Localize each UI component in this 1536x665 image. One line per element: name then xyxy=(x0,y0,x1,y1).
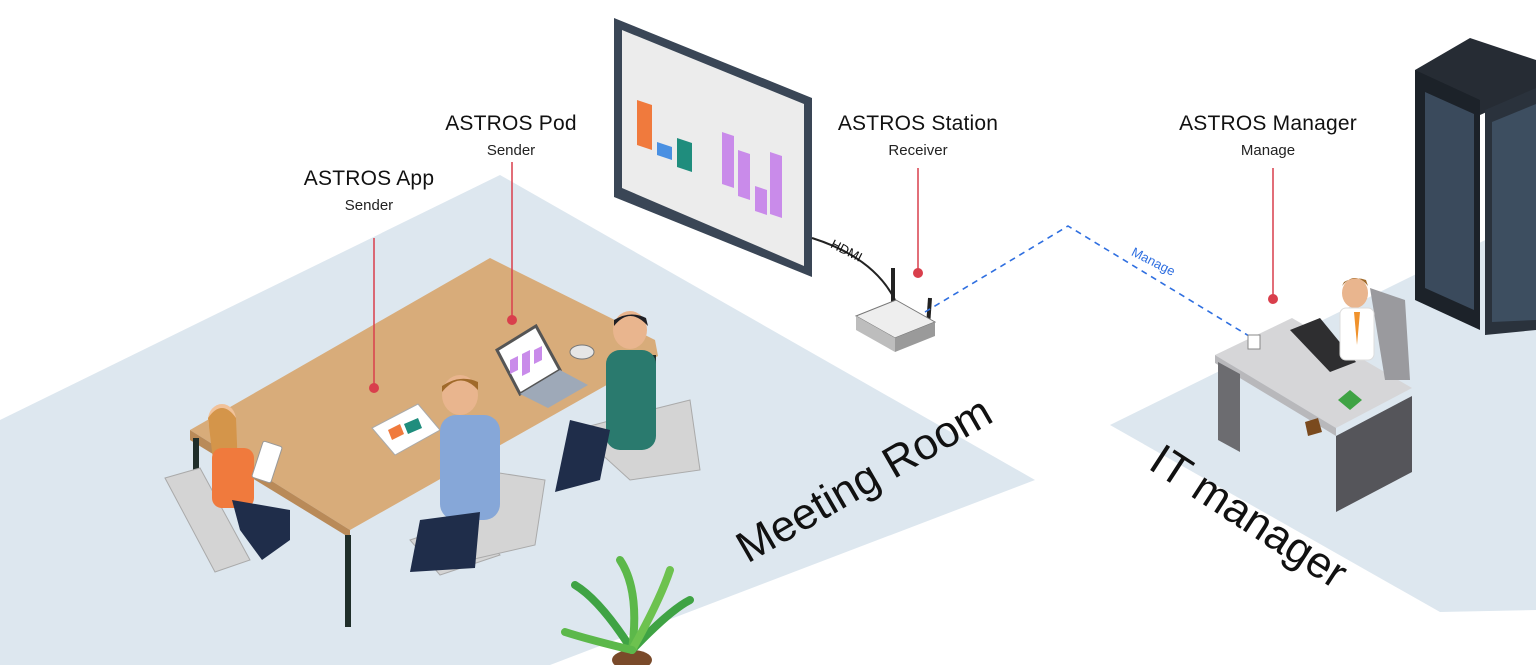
label-astros-pod-sub: Sender xyxy=(486,142,536,159)
person-woman xyxy=(208,404,290,560)
label-astros-manager: ASTROS Manager Manage xyxy=(1179,112,1357,159)
server-racks xyxy=(1415,38,1536,335)
manage-link xyxy=(924,225,1273,351)
astros-station-device xyxy=(854,268,937,352)
it-desk xyxy=(1215,318,1412,512)
person-man-tablet xyxy=(371,375,500,572)
hdmi-cable xyxy=(811,237,896,301)
pointer-astros-manager xyxy=(1268,168,1278,304)
display-bar xyxy=(657,142,672,160)
label-astros-pod: ASTROS Pod Sender xyxy=(445,112,577,159)
pointer-astros-pod xyxy=(507,162,517,325)
pointer-astros-app xyxy=(369,238,379,393)
person-man-laptop xyxy=(495,311,656,492)
label-astros-station-title: ASTROS Station xyxy=(837,112,999,135)
label-astros-app-sub: Sender xyxy=(344,197,394,214)
display-bar xyxy=(677,138,692,172)
label-astros-app: ASTROS App Sender xyxy=(304,167,434,214)
label-astros-station: ASTROS Station Receiver xyxy=(838,112,998,159)
pointer-astros-station xyxy=(913,168,923,278)
label-astros-app-title: ASTROS App xyxy=(303,167,435,190)
display-bar xyxy=(637,100,652,150)
display-bar xyxy=(738,150,750,200)
label-astros-station-sub: Receiver xyxy=(888,142,948,159)
display-bar xyxy=(770,152,782,218)
potted-plant xyxy=(561,556,694,665)
display-bar xyxy=(755,186,767,215)
display-bar xyxy=(722,132,734,188)
wall-display xyxy=(614,18,812,277)
label-astros-manager-sub: Manage xyxy=(1240,142,1296,159)
label-astros-manager-title: ASTROS Manager xyxy=(1179,112,1357,135)
it-manager-person xyxy=(1305,278,1410,436)
label-astros-pod-title: ASTROS Pod xyxy=(445,112,577,135)
